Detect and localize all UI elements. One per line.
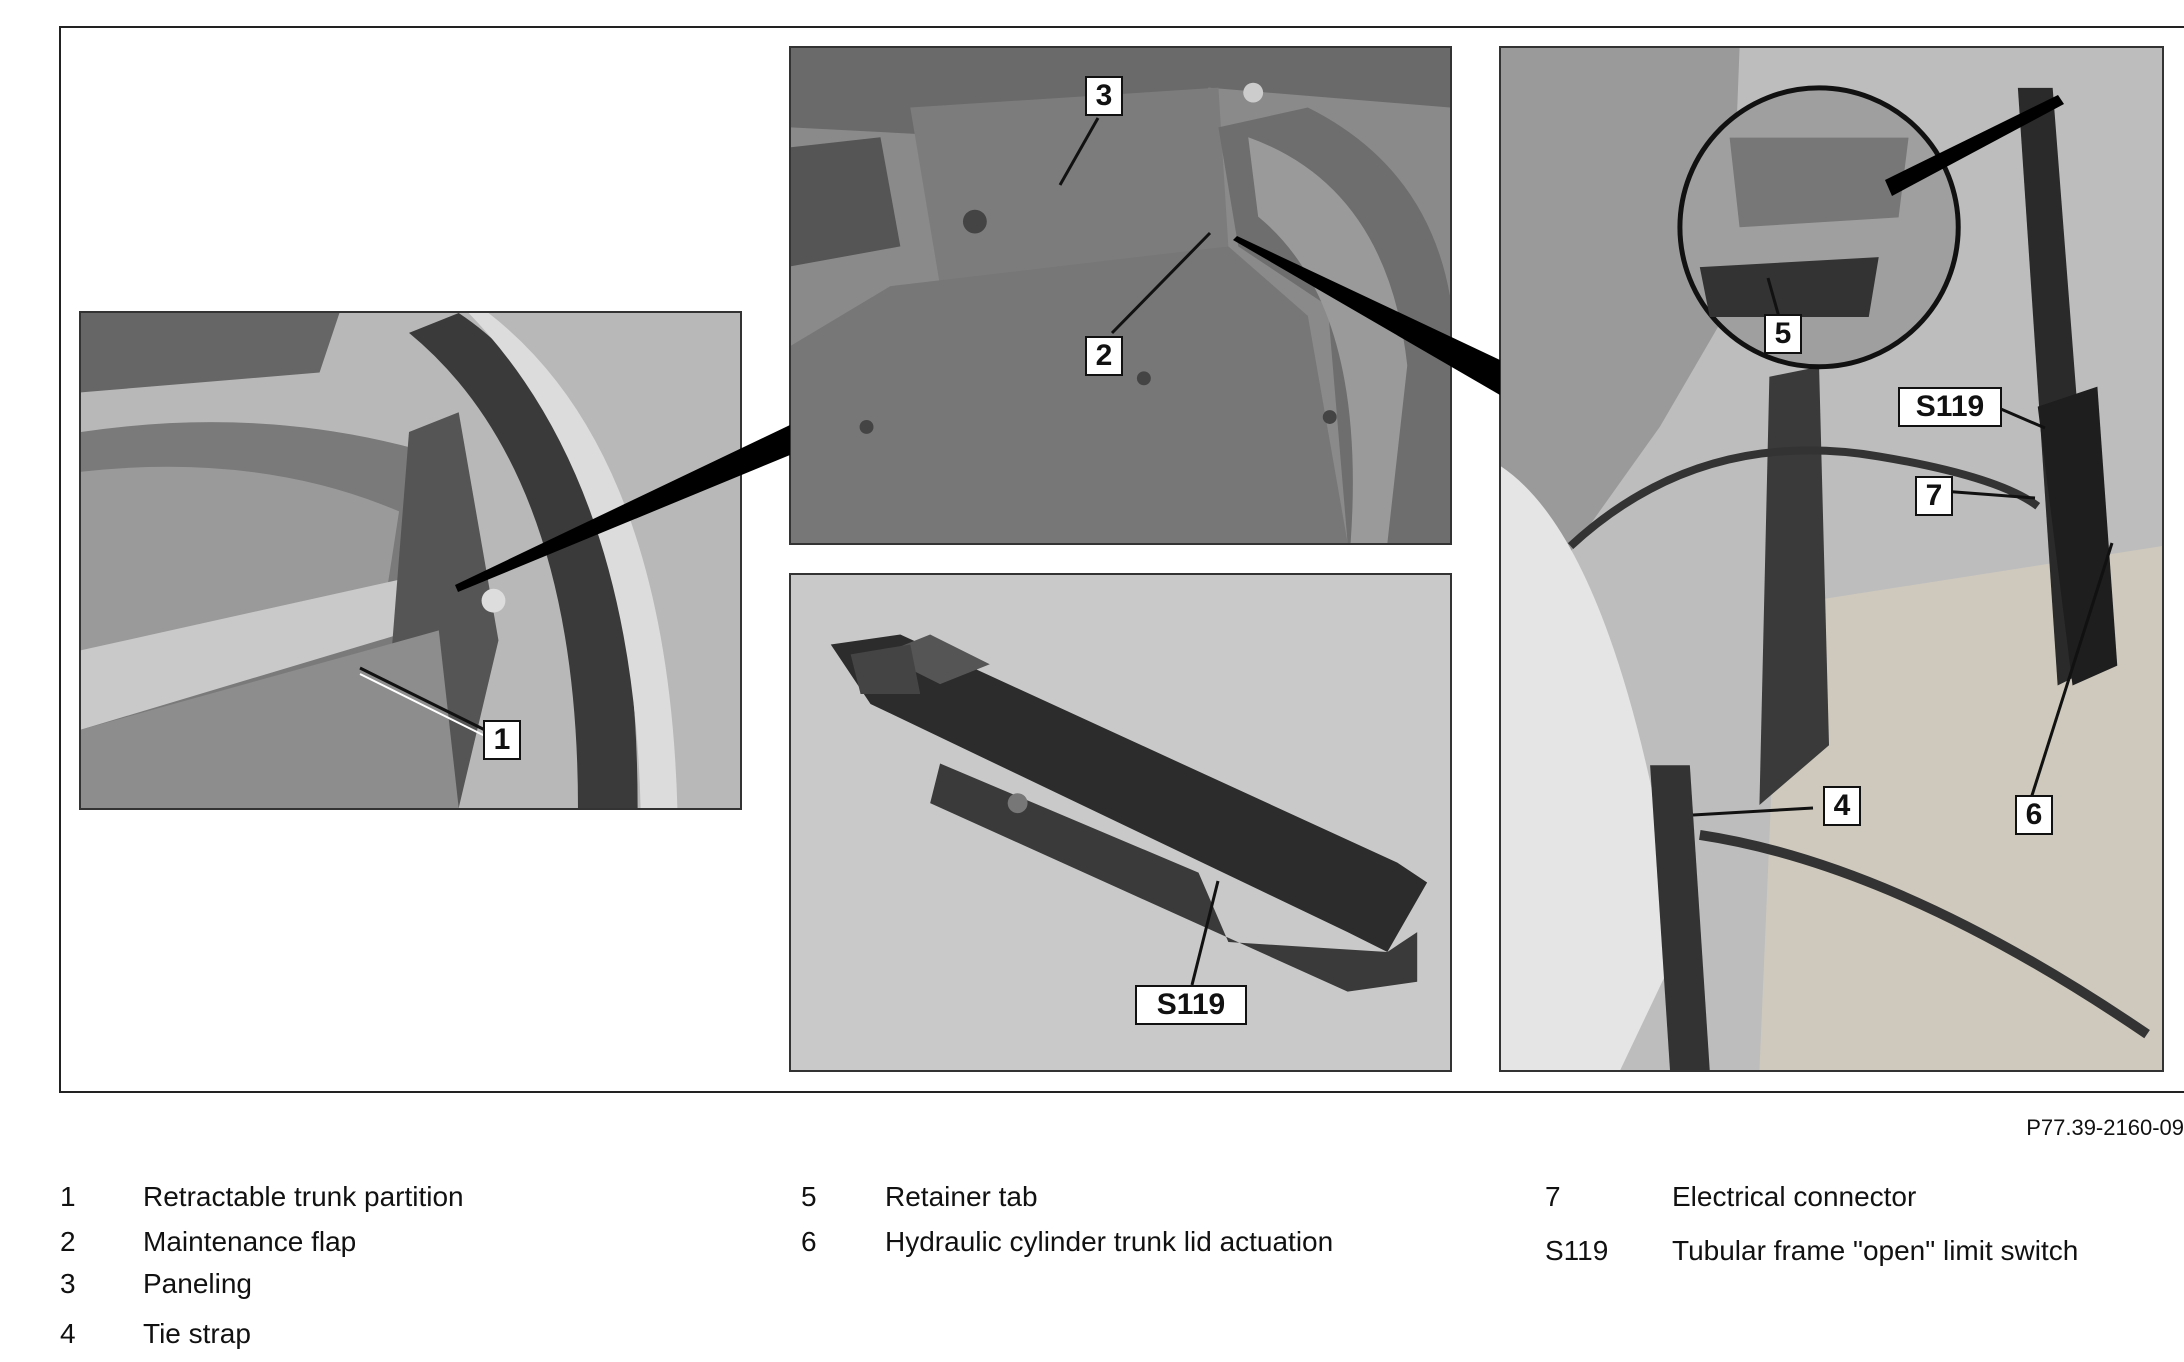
callout-4: 4: [1823, 786, 1861, 826]
callout-2: 2: [1085, 336, 1123, 376]
figure-reference: P77.39-2160-09: [2026, 1115, 2184, 1140]
legend-number: S119: [1545, 1235, 1609, 1266]
legend-text: Retainer tab: [885, 1181, 1038, 1212]
legend-number: 6: [801, 1226, 817, 1257]
photo-limit-switch-detail: [789, 573, 1452, 1072]
callout-7: 7: [1915, 476, 1953, 516]
legend-number: 5: [801, 1181, 817, 1212]
legend-number: 1: [60, 1181, 76, 1212]
callout-3: 3: [1085, 76, 1123, 116]
legend-number: 3: [60, 1268, 76, 1299]
photo-paneling: [789, 46, 1452, 545]
legend-text: Tubular frame "open" limit switch: [1672, 1235, 2079, 1266]
legend-text: Electrical connector: [1672, 1181, 1917, 1212]
callout-s119-detail: S119: [1135, 985, 1247, 1025]
callout-5: 5: [1764, 314, 1802, 354]
callout-s119-photo: S119: [1898, 387, 2002, 427]
legend-number: 7: [1545, 1181, 1561, 1212]
callout-1: 1: [483, 720, 521, 760]
photo-hydraulic-cylinder: [1499, 46, 2164, 1072]
callout-6: 6: [2015, 795, 2053, 835]
legend-text: Maintenance flap: [143, 1226, 357, 1257]
legend-text: Hydraulic cylinder trunk lid actuation: [885, 1226, 1334, 1257]
legend-number: 4: [60, 1318, 76, 1349]
legend-text: Retractable trunk partition: [143, 1181, 464, 1212]
legend-text: Paneling: [143, 1268, 252, 1299]
legend-number: 2: [60, 1226, 76, 1257]
photo-trunk-overview: [79, 311, 742, 810]
legend-text: Tie strap: [143, 1318, 251, 1349]
